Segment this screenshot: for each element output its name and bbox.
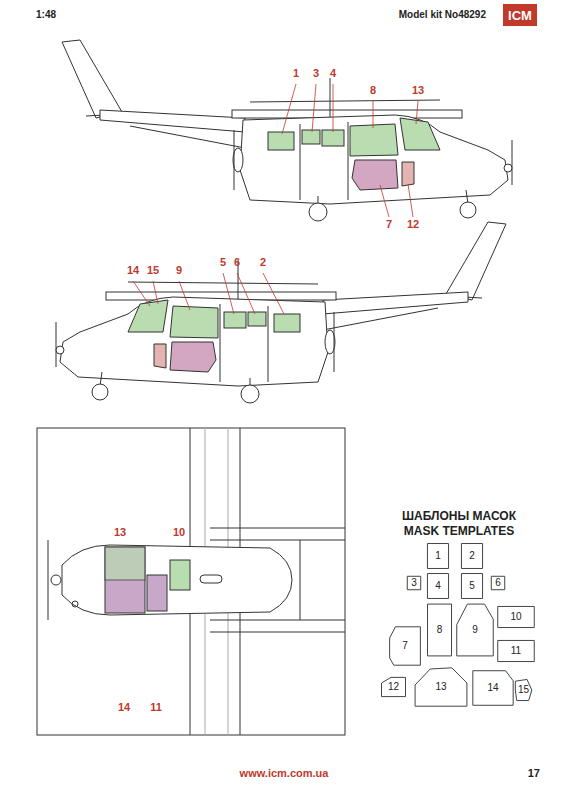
mask-template: 11 — [497, 640, 535, 662]
mask-template: 13 — [414, 667, 468, 707]
template-number: 3 — [411, 578, 417, 588]
section-title: ШАБЛОНЫ МАСОК — [402, 510, 516, 522]
template-outline — [498, 640, 534, 661]
kit-number: Model kit No48292 — [399, 10, 486, 20]
mask-template: 12 — [381, 677, 406, 697]
page-number: 17 — [528, 768, 540, 779]
callout-number: 13 — [412, 85, 424, 96]
template-outline — [498, 606, 534, 627]
mask-template: 5 — [461, 573, 483, 599]
mask-template: 1 — [427, 543, 449, 569]
mask-template: 10 — [497, 606, 535, 628]
callout-number: 9 — [176, 265, 182, 276]
callout-number: 1 — [293, 68, 299, 79]
mask-template: 8 — [427, 603, 452, 657]
template-outline — [491, 576, 504, 589]
callout-number: 14 — [118, 702, 130, 713]
template-outline — [427, 574, 448, 599]
template-outline — [428, 604, 452, 656]
template-number: 2 — [469, 551, 475, 561]
callout-number: 13 — [114, 527, 126, 538]
callout-number: 2 — [260, 257, 266, 268]
mask-template: 4 — [427, 573, 449, 599]
template-outline — [390, 627, 421, 665]
template-number: 6 — [495, 578, 501, 588]
template-outline — [457, 604, 493, 656]
template-outline — [461, 544, 482, 569]
website-url: www.icm.com.ua — [240, 768, 329, 779]
template-number: 11 — [511, 646, 521, 656]
callout-number: 14 — [127, 265, 139, 276]
callout-number: 7 — [386, 219, 392, 230]
template-number: 10 — [510, 612, 521, 622]
template-outline — [427, 544, 448, 569]
scale-text: 1:48 — [36, 10, 56, 20]
template-outline — [515, 679, 531, 700]
template-outline — [407, 576, 420, 589]
mask-template: 7 — [389, 626, 421, 666]
template-outline — [461, 574, 482, 599]
template-number: 13 — [435, 682, 446, 692]
callout-number: 15 — [147, 265, 159, 276]
callout-number: 10 — [173, 527, 185, 538]
template-number: 15 — [518, 685, 529, 695]
template-outline — [382, 677, 406, 696]
mask-template: 2 — [461, 543, 483, 569]
template-number: 8 — [437, 625, 443, 635]
mask-template: 9 — [456, 603, 494, 657]
template-number: 1 — [435, 551, 441, 561]
callout-number: 12 — [407, 219, 419, 230]
template-number: 5 — [469, 581, 475, 591]
callout-number: 11 — [150, 702, 162, 713]
callout-number: 3 — [313, 68, 319, 79]
mask-template: 6 — [491, 576, 505, 590]
mask-template: 3 — [407, 576, 421, 590]
callout-number: 6 — [234, 257, 240, 268]
template-outline — [473, 671, 513, 706]
template-number: 4 — [435, 581, 441, 591]
mask-template: 15 — [515, 679, 532, 701]
section-title: MASK TEMPLATES — [404, 525, 514, 537]
template-number: 9 — [472, 625, 478, 635]
mask-template: 14 — [472, 670, 514, 706]
template-number: 14 — [487, 683, 498, 693]
brand-logo: ICM — [508, 9, 532, 22]
callout-number: 8 — [370, 85, 376, 96]
template-number: 12 — [388, 682, 399, 692]
template-outline — [415, 668, 467, 706]
callout-number: 4 — [330, 68, 336, 79]
template-number: 7 — [402, 641, 408, 651]
callout-number: 5 — [220, 257, 226, 268]
